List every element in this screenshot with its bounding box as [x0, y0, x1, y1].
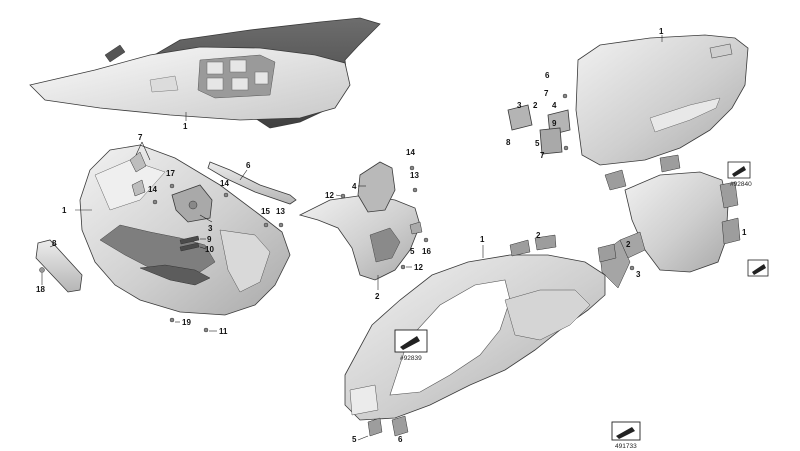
bracket-3-part: [171, 184, 213, 223]
callout-fender-1: 1: [742, 228, 747, 237]
callout-bumper-11: 11: [219, 327, 228, 336]
ref-tag-side-number: #92839: [400, 355, 422, 362]
small-ref-icon: [747, 259, 769, 277]
support-6-part: [207, 161, 297, 205]
callout-fender-3: 3: [636, 270, 641, 279]
callout-bumper-10: 10: [205, 245, 214, 254]
ref-tag-fender: #92840: [727, 161, 752, 188]
callout-arch-5: 5: [410, 247, 415, 256]
headlamp-part: [29, 17, 381, 129]
door-part: [575, 34, 749, 166]
callout-hinge-5: 5: [535, 139, 540, 148]
body-side-panel-part: [344, 234, 617, 437]
callout-bumper-14b: 14: [220, 179, 229, 188]
callout-bumper-main: 1: [62, 206, 67, 215]
ref-tag-corner-number: 491733: [615, 443, 637, 450]
ref-tag-side: #92839: [394, 329, 428, 362]
callout-arch-13: 13: [410, 171, 419, 180]
callout-bumper-7: 7: [138, 133, 143, 142]
fender-part: [599, 154, 741, 289]
callout-hinge-6: 6: [545, 71, 550, 80]
callout-arch-12b: 12: [414, 263, 423, 272]
callout-bumper-19: 19: [182, 318, 191, 327]
front-bumper-part: [75, 144, 291, 316]
callout-fender-2: 2: [626, 240, 631, 249]
callout-bumper-8: 8: [52, 239, 57, 248]
reflector-strip-part: [35, 239, 83, 293]
callout-arch-12a: 12: [325, 191, 334, 200]
callout-arch-14: 14: [406, 148, 415, 157]
callout-bumper-9: 9: [207, 235, 212, 244]
grille-9-10-part: [179, 235, 207, 252]
callout-hinge-7a: 7: [544, 89, 549, 98]
callout-bumper-3: 3: [208, 224, 213, 233]
callout-hinge-4: 4: [552, 101, 557, 110]
callout-side-5: 5: [352, 435, 357, 444]
ref-tag-corner: 491733: [611, 421, 641, 450]
callout-arch-2: 2: [375, 292, 380, 301]
callout-arch-4: 4: [352, 182, 357, 191]
callout-hinge-8: 8: [506, 138, 511, 147]
callout-hinge-7b: 7: [540, 151, 545, 160]
callout-bumper-6: 6: [246, 161, 251, 170]
callout-bumper-14a: 14: [148, 185, 157, 194]
callout-side-1: 1: [480, 235, 485, 244]
callout-side-6: 6: [398, 435, 403, 444]
callout-hinge-9: 9: [552, 119, 557, 128]
callout-bumper-15: 15: [261, 207, 270, 216]
bracket-7-part: [129, 141, 151, 197]
callout-hinge-3: 3: [517, 101, 522, 110]
door-hinge-part: [507, 93, 571, 155]
callout-bumper-17: 17: [166, 169, 175, 178]
callout-hinge-2: 2: [533, 101, 538, 110]
ref-tag-fender-number: #92840: [730, 181, 752, 188]
callout-bumper-13: 13: [276, 207, 285, 216]
callout-side-2: 2: [536, 231, 541, 240]
callout-headlamp: 1: [183, 122, 188, 131]
callout-door-1: 1: [659, 27, 664, 36]
callout-bumper-18: 18: [36, 285, 45, 294]
wheel-arch-part: [298, 161, 421, 290]
callout-arch-16: 16: [422, 247, 431, 256]
